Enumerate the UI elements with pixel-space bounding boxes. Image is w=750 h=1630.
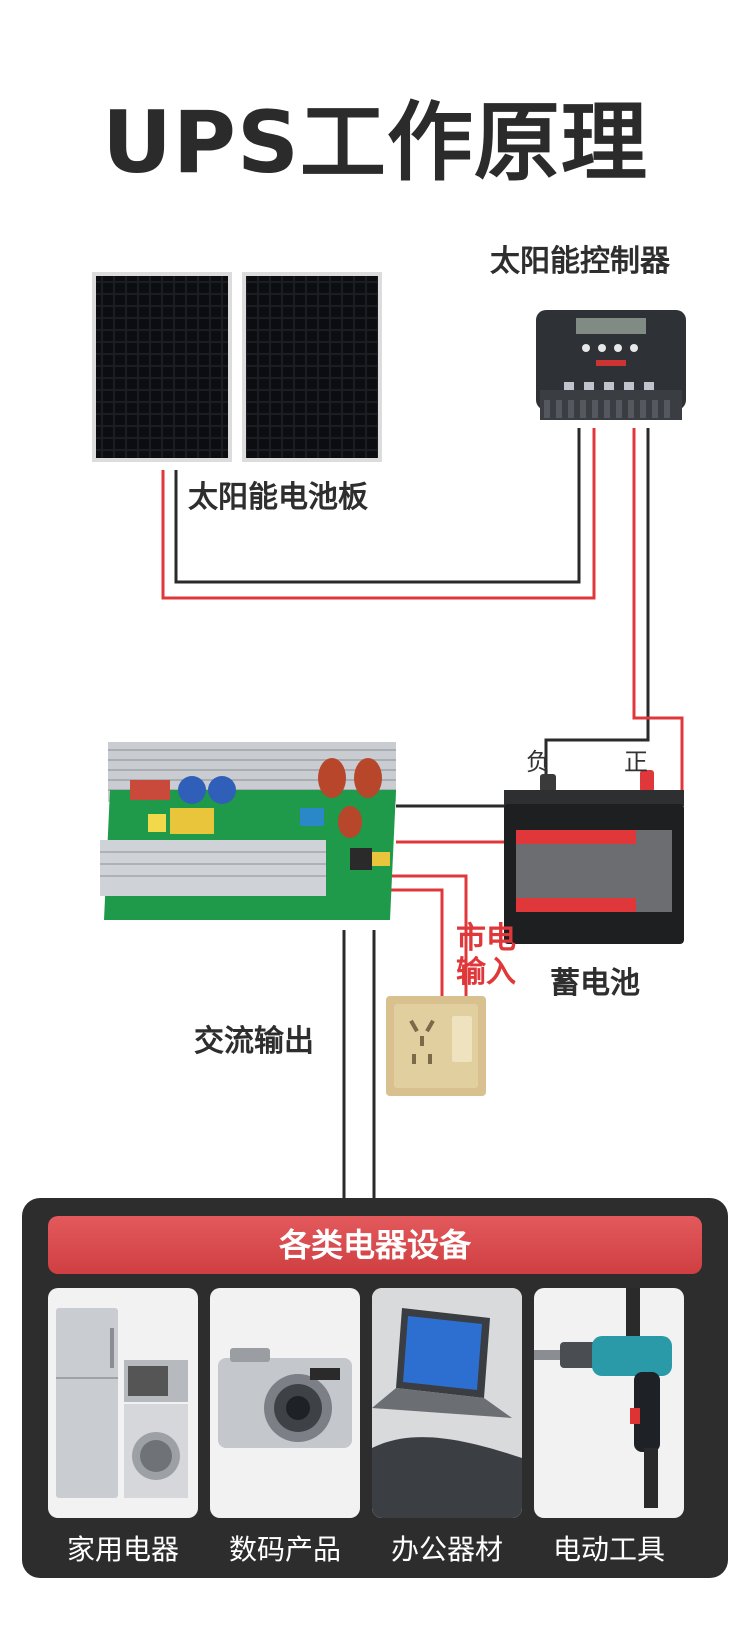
solar-panel-label: 太阳能电池板 xyxy=(188,480,368,515)
device-label-home-appliances: 家用电器 xyxy=(66,1533,179,1566)
controller-battery-negative-wire xyxy=(544,428,650,800)
device-label-digital-products: 数码产品 xyxy=(228,1533,341,1566)
mains-wire-2 xyxy=(390,888,444,1036)
devices-panel: 各类电器设备 家用电器 数码产品 xyxy=(22,1198,728,1578)
panel-negative-wire xyxy=(174,428,581,584)
digital-products-image xyxy=(218,1348,352,1448)
device-label-office-equipment: 办公器材 xyxy=(390,1533,503,1566)
office-equipment-image xyxy=(372,1288,522,1518)
mains-input-label: 市电 输入 xyxy=(456,922,516,990)
negative-terminal-label: 负 xyxy=(526,748,550,776)
battery-image xyxy=(504,770,684,944)
device-card-home-appliances xyxy=(48,1288,198,1518)
devices-banner: 各类电器设备 xyxy=(48,1216,702,1274)
wall-socket-image xyxy=(386,996,486,1096)
solar-controller-label: 太阳能控制器 xyxy=(490,244,670,279)
device-label-power-tools: 电动工具 xyxy=(552,1533,665,1566)
mains-wire-1 xyxy=(390,874,468,1036)
battery-label: 蓄电池 xyxy=(550,966,640,1001)
positive-terminal-label: 正 xyxy=(624,748,648,776)
inverter-board-image xyxy=(100,742,396,920)
solar-panel-image xyxy=(92,272,382,462)
ac-output-label: 交流输出 xyxy=(194,1024,314,1059)
device-card-office-equipment xyxy=(372,1288,522,1518)
mains-input-line-1: 市电 xyxy=(456,921,516,956)
controller-battery-positive-wire xyxy=(632,428,684,800)
power-tools-image xyxy=(534,1288,672,1508)
solar-controller-image xyxy=(536,310,686,420)
device-card-digital-products xyxy=(210,1288,360,1518)
device-card-power-tools xyxy=(534,1288,684,1518)
panel-positive-wire xyxy=(161,428,596,600)
page-title: UPS工作原理 xyxy=(102,93,648,193)
mains-input-line-2: 输入 xyxy=(456,955,516,990)
home-appliances-image xyxy=(56,1308,188,1498)
